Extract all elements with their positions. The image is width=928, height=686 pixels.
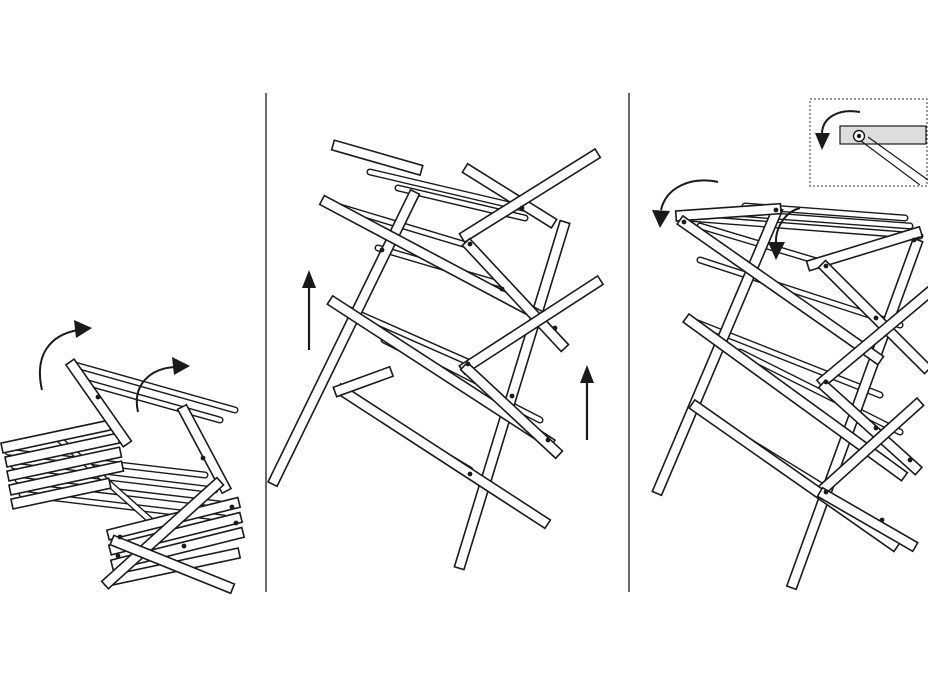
bolt <box>552 325 558 331</box>
arrow-up-icon <box>302 270 316 350</box>
curved-arrow-icon <box>652 179 719 228</box>
bolt <box>233 520 239 526</box>
frame-bar <box>332 365 395 398</box>
frame-bar <box>459 361 564 460</box>
bolt <box>681 219 687 225</box>
bolt <box>181 543 187 549</box>
rod <box>71 361 239 414</box>
bolt <box>467 241 473 247</box>
arrow-up-icon <box>580 365 594 440</box>
panel-step-2-unfolding-rack <box>266 139 605 571</box>
bolt <box>823 489 829 495</box>
bolt <box>823 379 829 385</box>
rod <box>736 348 904 436</box>
bolt <box>879 517 885 523</box>
frame-bar <box>8 460 125 496</box>
bolt <box>379 247 385 253</box>
frame-bar <box>330 139 424 177</box>
panel-step-3-open-rack <box>651 98 928 591</box>
frame-bar <box>64 358 133 448</box>
frame-bar <box>10 477 112 510</box>
frame-bar <box>674 202 782 222</box>
bolt <box>117 534 123 540</box>
frame-bar <box>817 379 924 476</box>
bolt <box>545 437 551 443</box>
rod <box>84 379 224 424</box>
bolt <box>519 205 525 211</box>
bolt <box>229 504 235 510</box>
frame-bar <box>100 476 225 590</box>
frame-bar <box>6 446 123 482</box>
bolt <box>465 361 471 367</box>
zoom-detail-icon <box>815 110 928 186</box>
rod <box>682 214 924 240</box>
bolt <box>499 286 505 292</box>
bolt <box>773 207 779 213</box>
bolt <box>907 457 913 463</box>
frame-bar <box>109 534 236 595</box>
frame-bar <box>805 225 924 272</box>
bolt <box>115 553 121 559</box>
bolt <box>467 471 473 477</box>
frame-bar <box>176 403 233 495</box>
curved-arrow-icon <box>135 357 190 413</box>
curved-arrow-icon <box>38 320 92 391</box>
bolt <box>873 425 879 431</box>
frame-bar <box>816 486 919 553</box>
frame-bar <box>266 188 421 488</box>
frame-bar <box>676 214 885 366</box>
bolt <box>823 263 829 269</box>
bolt <box>200 455 206 461</box>
curved-arrow-icon <box>768 207 801 260</box>
panel-step-1-folded-rack <box>0 320 246 595</box>
bolt <box>509 393 515 399</box>
bolt <box>873 315 879 321</box>
frame-bar <box>815 282 928 389</box>
frame-bar <box>109 526 246 571</box>
frame-bar <box>461 162 558 229</box>
frame-bar <box>815 396 925 497</box>
hinge-detail-inset <box>809 98 928 187</box>
bolt <box>95 394 101 400</box>
frame-bar <box>681 312 909 482</box>
frame-bar <box>458 147 602 244</box>
bolt <box>911 237 917 243</box>
